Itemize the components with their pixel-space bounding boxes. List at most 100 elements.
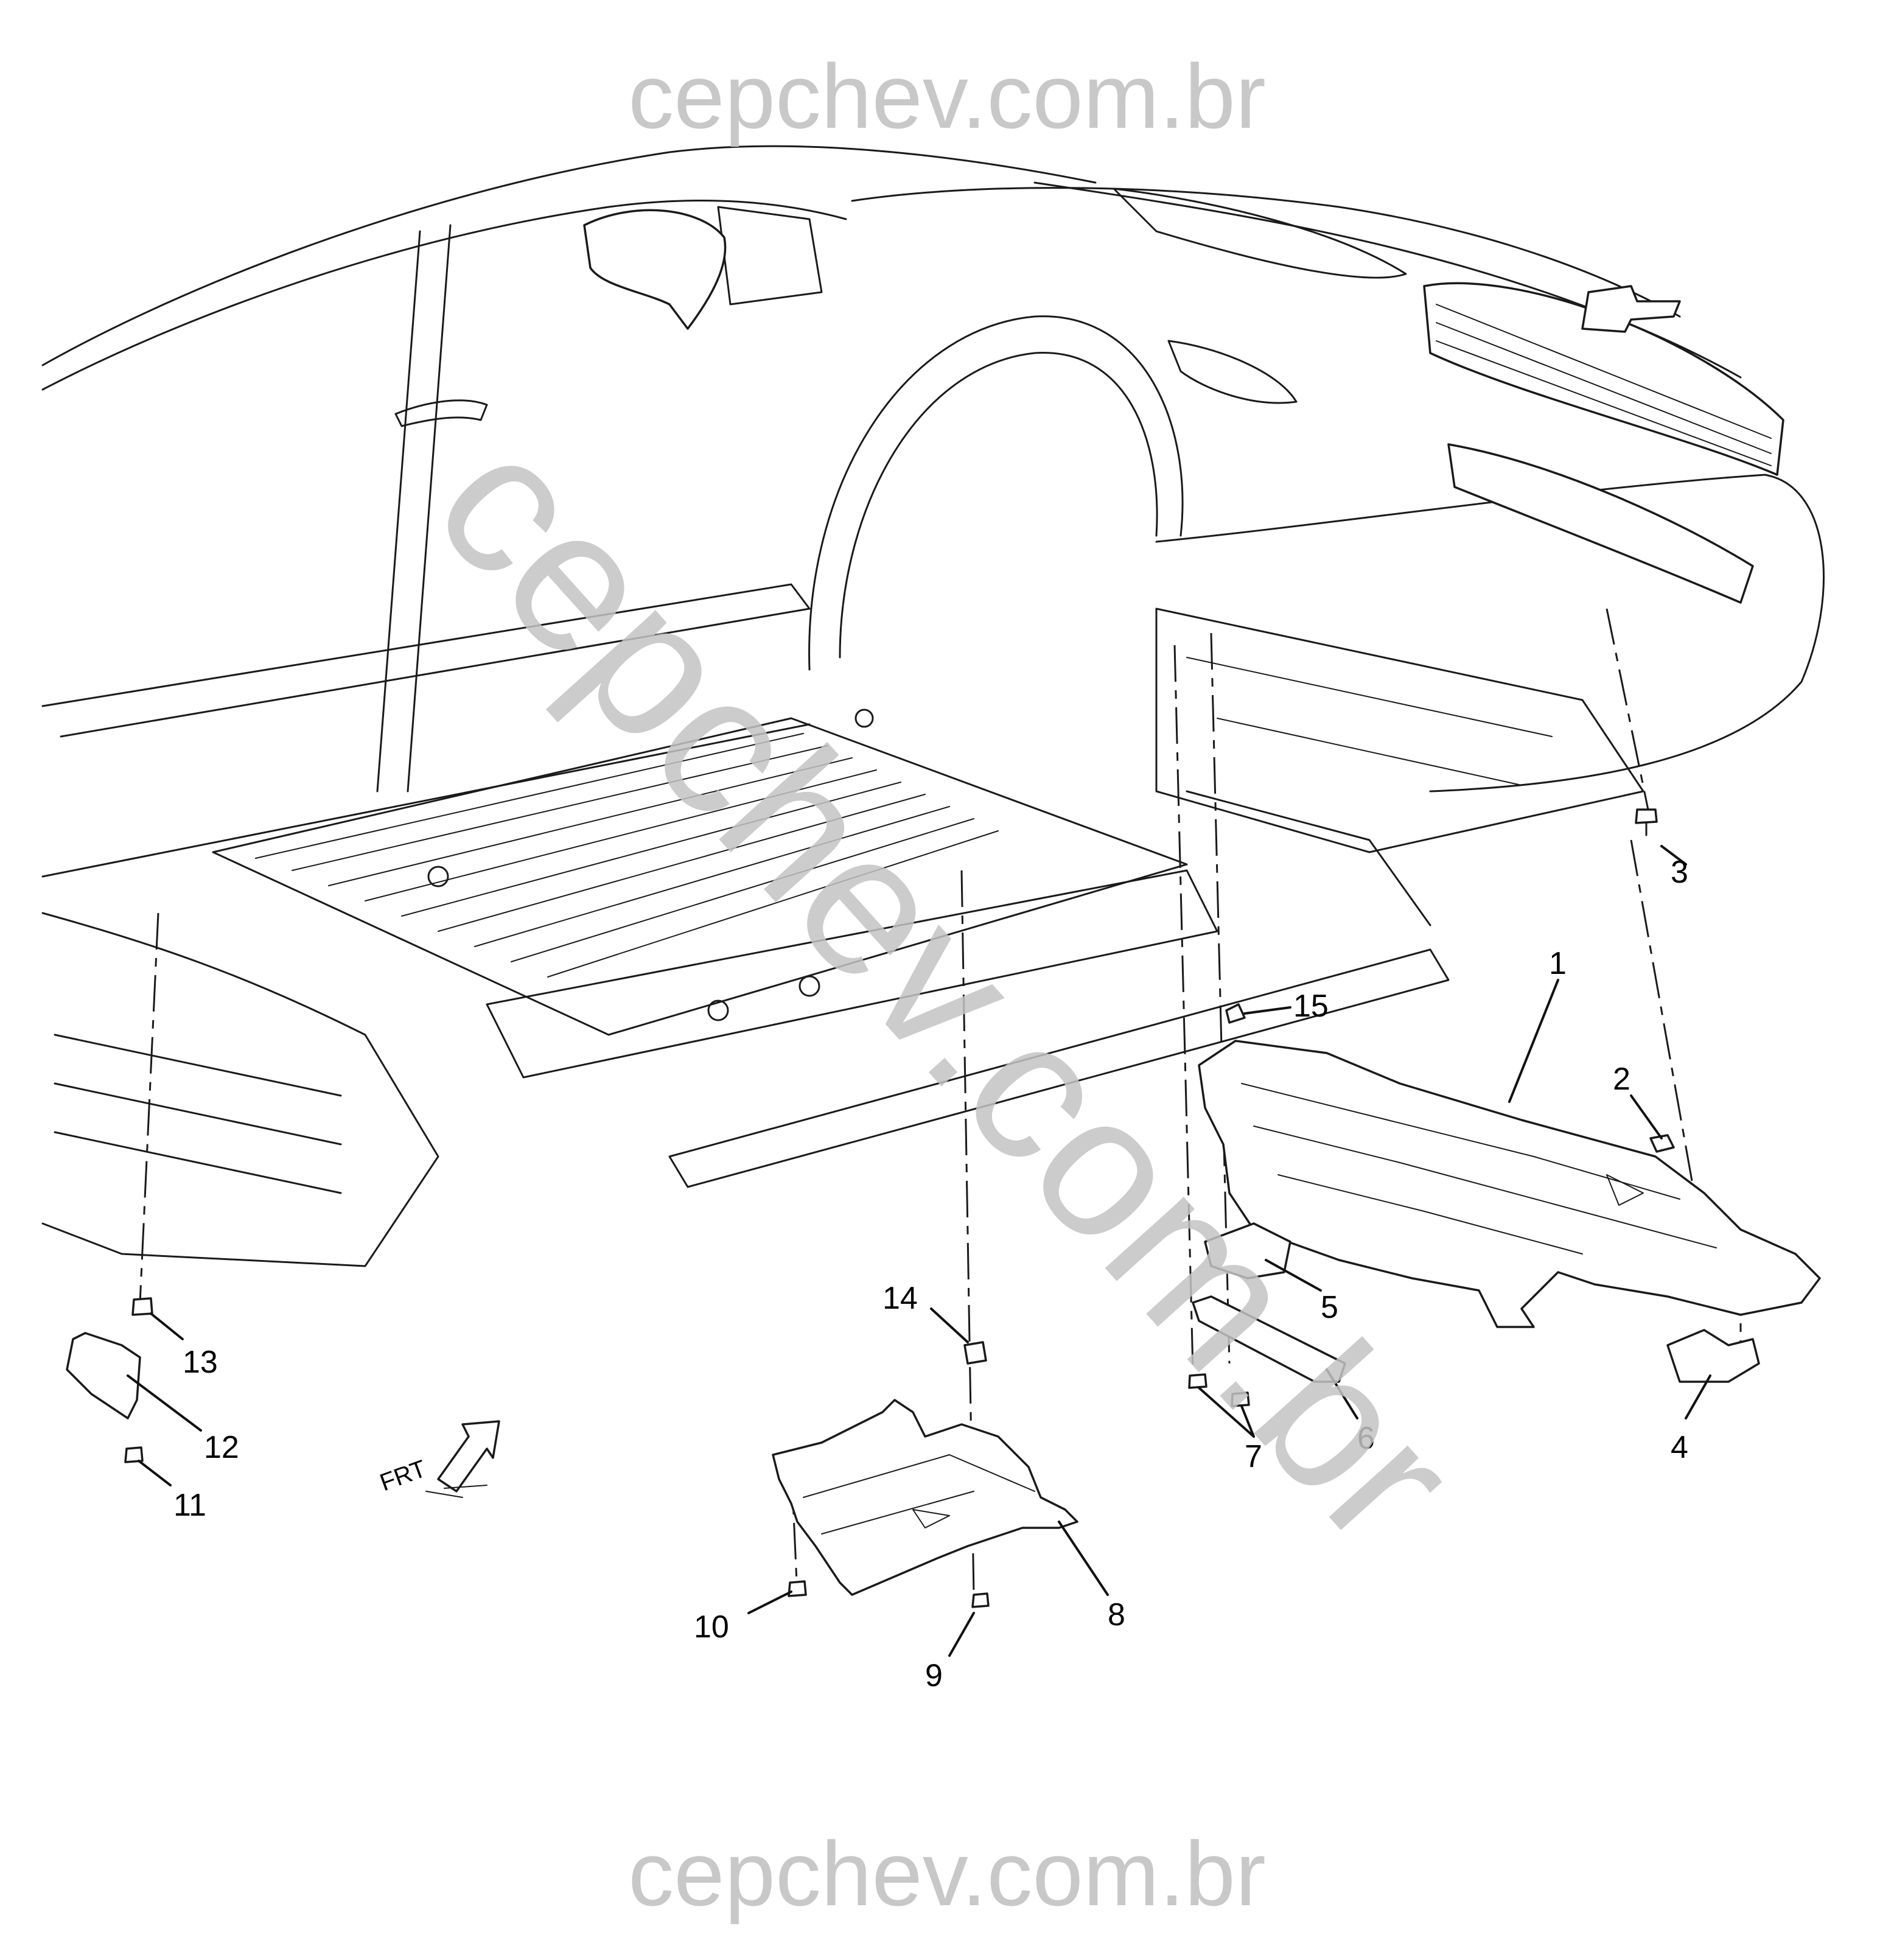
part-14-clip (963, 1341, 987, 1365)
callout-9: 9 (925, 1658, 943, 1693)
floor-ribs (255, 733, 999, 978)
frt-label: FRT (376, 1455, 429, 1497)
door-handle (394, 399, 488, 427)
leader-7 (1198, 1387, 1255, 1438)
side-mirror (583, 209, 727, 330)
crossmember (486, 869, 1218, 1079)
callout-8: 8 (1108, 1597, 1125, 1633)
headlamp (1113, 187, 1407, 279)
wheel-arch-inner (839, 352, 1158, 659)
deflector-6 (1192, 1295, 1346, 1383)
part-9-bolt (971, 1592, 990, 1608)
part-4-bracket (1666, 1329, 1760, 1383)
line-front-left-a (1173, 645, 1194, 1370)
callout-10: 10 (694, 1609, 729, 1645)
cradle-bars (1186, 657, 1553, 786)
callout-12: 12 (204, 1430, 239, 1465)
leader-1 (1508, 979, 1559, 1103)
bracket-12 (66, 1332, 141, 1419)
front-bumper (1155, 474, 1825, 793)
shield-8-arrow (912, 1509, 950, 1528)
line-bumper (1606, 608, 1651, 816)
frt-arrow (437, 1420, 500, 1493)
leader-5 (1265, 1259, 1322, 1292)
nut-13 (131, 1297, 153, 1316)
bracket-5 (1204, 1222, 1291, 1279)
front-direction-indicator: FRT (376, 1420, 500, 1498)
leader-9 (948, 1612, 975, 1657)
vehicle-body (41, 145, 1825, 878)
bolt-7a (1188, 1373, 1207, 1389)
leader-10 (747, 1591, 792, 1614)
part-10-bolt (788, 1580, 807, 1597)
bolt-11 (124, 1446, 144, 1463)
floor-pan (212, 717, 1188, 1036)
side-vent (1167, 340, 1298, 404)
bolt-3-head (1635, 808, 1658, 824)
line-shield-right (1630, 839, 1693, 1181)
bolt-9 (971, 1592, 990, 1608)
leader-8 (1058, 1521, 1109, 1596)
a-pillar (376, 230, 421, 793)
leader-6 (1326, 1368, 1358, 1419)
engine-cradle (1155, 607, 1644, 853)
line-center-shield (960, 870, 975, 1595)
part-8-center-shield (772, 1399, 1078, 1596)
watermark-diagonal: cepchev.com.br (393, 392, 1500, 1586)
window-upper (41, 200, 847, 391)
callout-11: 11 (173, 1488, 206, 1523)
underbody (41, 607, 1644, 1267)
bolt-7b (1231, 1391, 1250, 1407)
leader-lines (127, 845, 1711, 1657)
retainer-2 (1649, 1134, 1675, 1153)
leader-14 (930, 1307, 969, 1343)
shield-1-arrow (1606, 1174, 1644, 1206)
part-15-clip (1225, 1003, 1246, 1024)
clip-15 (1225, 1003, 1246, 1024)
callout-1: 1 (1549, 946, 1567, 981)
cradle-arm (1186, 790, 1431, 926)
clip-14 (963, 1341, 987, 1365)
callout-3: 3 (1671, 855, 1688, 890)
door-edge (407, 224, 452, 793)
floor-plug-3 (427, 866, 449, 887)
leader-15 (1243, 1006, 1291, 1015)
floor-plug-1 (707, 999, 729, 1021)
frt-steps (425, 1485, 487, 1498)
leader-3 (1660, 845, 1687, 866)
leader-4 (1685, 1374, 1711, 1419)
part-2-retainer (1649, 1134, 1675, 1153)
callout-5: 5 (1321, 1290, 1338, 1325)
part-11-bolt (124, 1446, 144, 1463)
part-12-rear-bracket (66, 1332, 141, 1419)
bolt-10 (788, 1580, 807, 1597)
watermark-bottom: cepchev.com.br (628, 1822, 1266, 1925)
rocker-lower (41, 723, 811, 878)
floor-plug-2 (798, 975, 820, 997)
watermarks: cepchev.com.br cepchev.com.br cepchev.co… (393, 45, 1500, 1925)
line-rear-bracket (139, 912, 159, 1303)
emblem (1581, 285, 1681, 333)
rear-ribs (54, 1034, 342, 1194)
callout-6: 6 (1357, 1421, 1375, 1456)
hood-line (851, 187, 1681, 318)
shield-8-ribs (803, 1454, 1035, 1535)
part-3-bolt (1635, 808, 1658, 836)
leader-13 (150, 1312, 184, 1340)
leader-2 (1630, 1094, 1663, 1139)
shield-1-ribs (1241, 1083, 1717, 1255)
bracket-4 (1666, 1329, 1760, 1383)
callouts: 1 2 3 4 5 6 7 8 9 10 11 12 13 14 15 (173, 855, 1688, 1693)
part-6-deflector (1192, 1295, 1346, 1383)
lower-grille (1447, 443, 1754, 604)
leader-11 (138, 1460, 172, 1486)
leader-12 (127, 1374, 202, 1432)
rocker-upper (41, 583, 811, 738)
callout-7: 7 (1245, 1439, 1262, 1474)
floor-plug-4 (854, 709, 874, 728)
roof-line (41, 145, 1097, 366)
rear-suspension (41, 912, 439, 1267)
callout-13: 13 (183, 1345, 218, 1380)
